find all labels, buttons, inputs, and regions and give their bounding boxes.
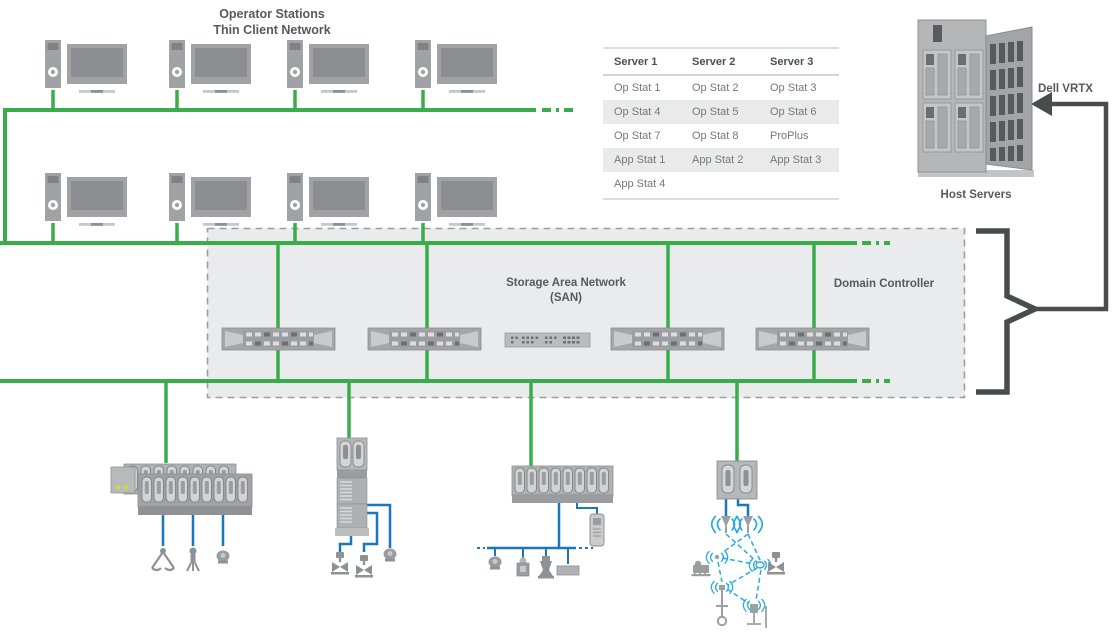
wireless-gateway-icon <box>716 460 758 500</box>
wireless-transmitter-icon <box>742 598 767 628</box>
handheld-device-icon <box>589 513 605 547</box>
table-cell: App Stat 4 <box>614 178 666 190</box>
server-table-header: Server 1 <box>614 55 658 68</box>
table-row: App Stat 1 App Stat 2 App Stat 3 <box>603 148 839 172</box>
table-cell: Op Stat 5 <box>692 106 739 118</box>
san-label: Storage Area Network (SAN) <box>466 276 666 306</box>
host-servers-label: Host Servers <box>940 189 1012 201</box>
server-table: Server 1 Server 2 Server 3 Op Stat 1 Op … <box>603 47 839 200</box>
table-cell: Op Stat 7 <box>614 130 661 142</box>
junction-box-icon <box>556 565 580 576</box>
workstation-icon <box>287 173 369 226</box>
valve-transmitter-icon <box>538 556 554 579</box>
table-cell: App Stat 2 <box>692 154 744 166</box>
workstation-icon <box>287 40 369 93</box>
field-device-dome-icon <box>383 548 397 562</box>
workstation-icon <box>415 40 497 93</box>
transmitter-icon <box>516 557 530 577</box>
table-row: Op Stat 4 Op Stat 5 Op Stat 6 <box>603 100 839 124</box>
san-label-line2: (SAN) <box>550 292 582 304</box>
remote-io-rack-icon <box>511 465 614 503</box>
field-device-claw-icon <box>151 548 175 572</box>
server-table-header: Server 3 <box>770 55 814 68</box>
wireless-valve-icon <box>710 580 734 627</box>
rack-server-icon <box>367 327 482 351</box>
table-cell: Op Stat 6 <box>770 106 817 118</box>
table-bottom-border <box>603 196 839 200</box>
table-row: Op Stat 7 Op Stat 8 ProPlus <box>603 124 839 148</box>
table-row: App Stat 4 <box>603 172 839 196</box>
field-device-dome-icon <box>216 550 230 564</box>
dell-vrtx-label: Dell VRTX <box>1038 83 1093 95</box>
operator-stations-title-line1: Operator Stations <box>219 7 325 21</box>
wireless-mesh-links <box>717 533 762 604</box>
table-cell: ProPlus <box>770 130 809 142</box>
san-dashed-box <box>206 227 966 399</box>
rack-server-icon <box>610 327 725 351</box>
workstation-icon <box>169 173 251 226</box>
table-row: Op Stat 1 Op Stat 2 Op Stat 3 <box>603 76 839 100</box>
table-cell: Op Stat 8 <box>692 130 739 142</box>
operator-stations-title-line2: Thin Client Network <box>213 23 331 37</box>
workstation-icon <box>45 173 127 226</box>
curly-brace <box>976 228 1042 395</box>
control-valve-icon <box>767 552 785 575</box>
field-device-dome-icon <box>488 556 502 570</box>
wireless-node-icon <box>705 550 729 565</box>
workstation-icon <box>45 40 127 93</box>
wireless-node-icon <box>748 558 772 573</box>
rack-server-icon <box>755 327 870 351</box>
green-network-lines <box>0 90 890 468</box>
arrowhead-left-icon <box>1031 92 1052 116</box>
field-device-agitator-icon <box>186 547 200 572</box>
table-cell: Op Stat 2 <box>692 82 739 94</box>
table-cell: App Stat 3 <box>770 154 822 166</box>
workstation-icon <box>169 40 251 93</box>
thin-client-row-2 <box>45 173 497 226</box>
dcs-io-rack-icon <box>110 463 253 515</box>
table-cell: App Stat 1 <box>614 154 666 166</box>
field-wiring-lines <box>161 499 750 564</box>
rack-server-icon <box>221 327 336 351</box>
san-label-line1: Storage Area Network <box>506 277 626 289</box>
controller-cabinet-icon <box>335 437 369 536</box>
pump-skid-icon <box>691 560 711 577</box>
workstation-icon <box>415 173 497 226</box>
control-valve-icon <box>355 555 373 578</box>
dell-vrtx-chassis-icon <box>917 19 1034 177</box>
network-switch-icon <box>504 332 591 348</box>
operator-stations-title: Operator Stations Thin Client Network <box>160 6 384 38</box>
brace-and-arrow <box>976 101 1109 395</box>
server-table-header-row: Server 1 Server 2 Server 3 <box>603 47 839 76</box>
domain-controller-label: Domain Controller <box>833 278 935 290</box>
server-table-header: Server 2 <box>692 55 736 68</box>
control-valve-icon <box>331 552 349 575</box>
table-cell: Op Stat 3 <box>770 82 817 94</box>
table-cell: Op Stat 1 <box>614 82 661 94</box>
thin-client-row-1 <box>45 40 497 93</box>
table-cell: Op Stat 4 <box>614 106 661 118</box>
